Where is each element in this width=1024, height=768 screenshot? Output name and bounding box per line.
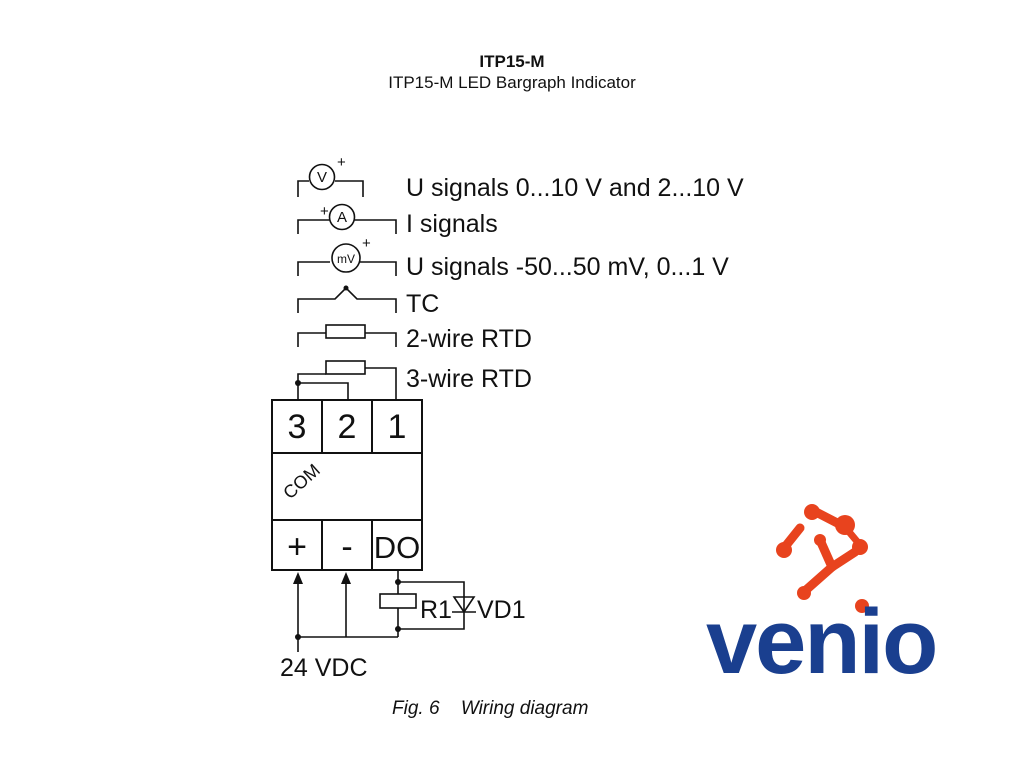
input-label-i: I signals — [406, 210, 498, 238]
voltmeter-input — [297, 163, 364, 197]
rtd-2wire-input — [297, 324, 397, 347]
terminal-3: 3 — [288, 408, 307, 446]
input-label-u-10v: U signals 0...10 V and 2...10 V — [406, 174, 744, 202]
page-subtitle: ITP15-M LED Bargraph Indicator — [388, 73, 636, 92]
terminal-do: DO — [374, 530, 421, 565]
supply-label: 24 VDC — [280, 654, 368, 682]
diode-icon — [452, 596, 476, 614]
rtd-3wire-input — [297, 360, 397, 400]
logo-text: venio — [706, 591, 936, 693]
millivoltmeter-symbol: mV — [337, 252, 355, 266]
voltmeter-symbol: V — [317, 169, 327, 186]
ammeter-input — [297, 203, 397, 234]
terminal-plus: + — [287, 528, 307, 566]
terminal-block — [271, 399, 423, 571]
input-label-rtd2: 2-wire RTD — [406, 325, 532, 353]
plus-sign-a: + — [320, 203, 329, 220]
arrow-up-minus — [341, 572, 351, 584]
terminal-1: 1 — [388, 408, 407, 446]
thermocouple-input — [297, 286, 397, 313]
plus-sign-mv: + — [362, 235, 371, 252]
resistor-label: R1 — [420, 596, 452, 624]
venio-logo: venio — [706, 504, 938, 693]
diode-label: VD1 — [477, 596, 526, 624]
logo-molecule-icon — [776, 504, 869, 613]
tc-junction — [343, 285, 349, 291]
figure-number: Fig. 6 — [392, 698, 440, 719]
ammeter-symbol: A — [337, 209, 347, 226]
header: ITP15-M ITP15-M LED Bargraph Indicator — [0, 52, 1024, 94]
plus-sign-v: + — [337, 154, 346, 171]
terminal-2: 2 — [338, 408, 357, 446]
supply-wiring — [297, 582, 398, 652]
page-title: ITP15-M — [479, 52, 545, 71]
input-label-rtd3: 3-wire RTD — [406, 365, 532, 393]
millivoltmeter-input — [297, 243, 397, 276]
figure-caption: Fig. 6 Wiring diagram — [392, 698, 588, 720]
figure-title: Wiring diagram — [460, 698, 589, 719]
input-label-tc: TC — [406, 290, 439, 318]
com-label: COM — [279, 460, 324, 503]
arrow-up-plus — [293, 572, 303, 584]
input-label-u-mv: U signals -50...50 mV, 0...1 V — [406, 253, 729, 281]
terminal-minus: - — [341, 528, 352, 566]
